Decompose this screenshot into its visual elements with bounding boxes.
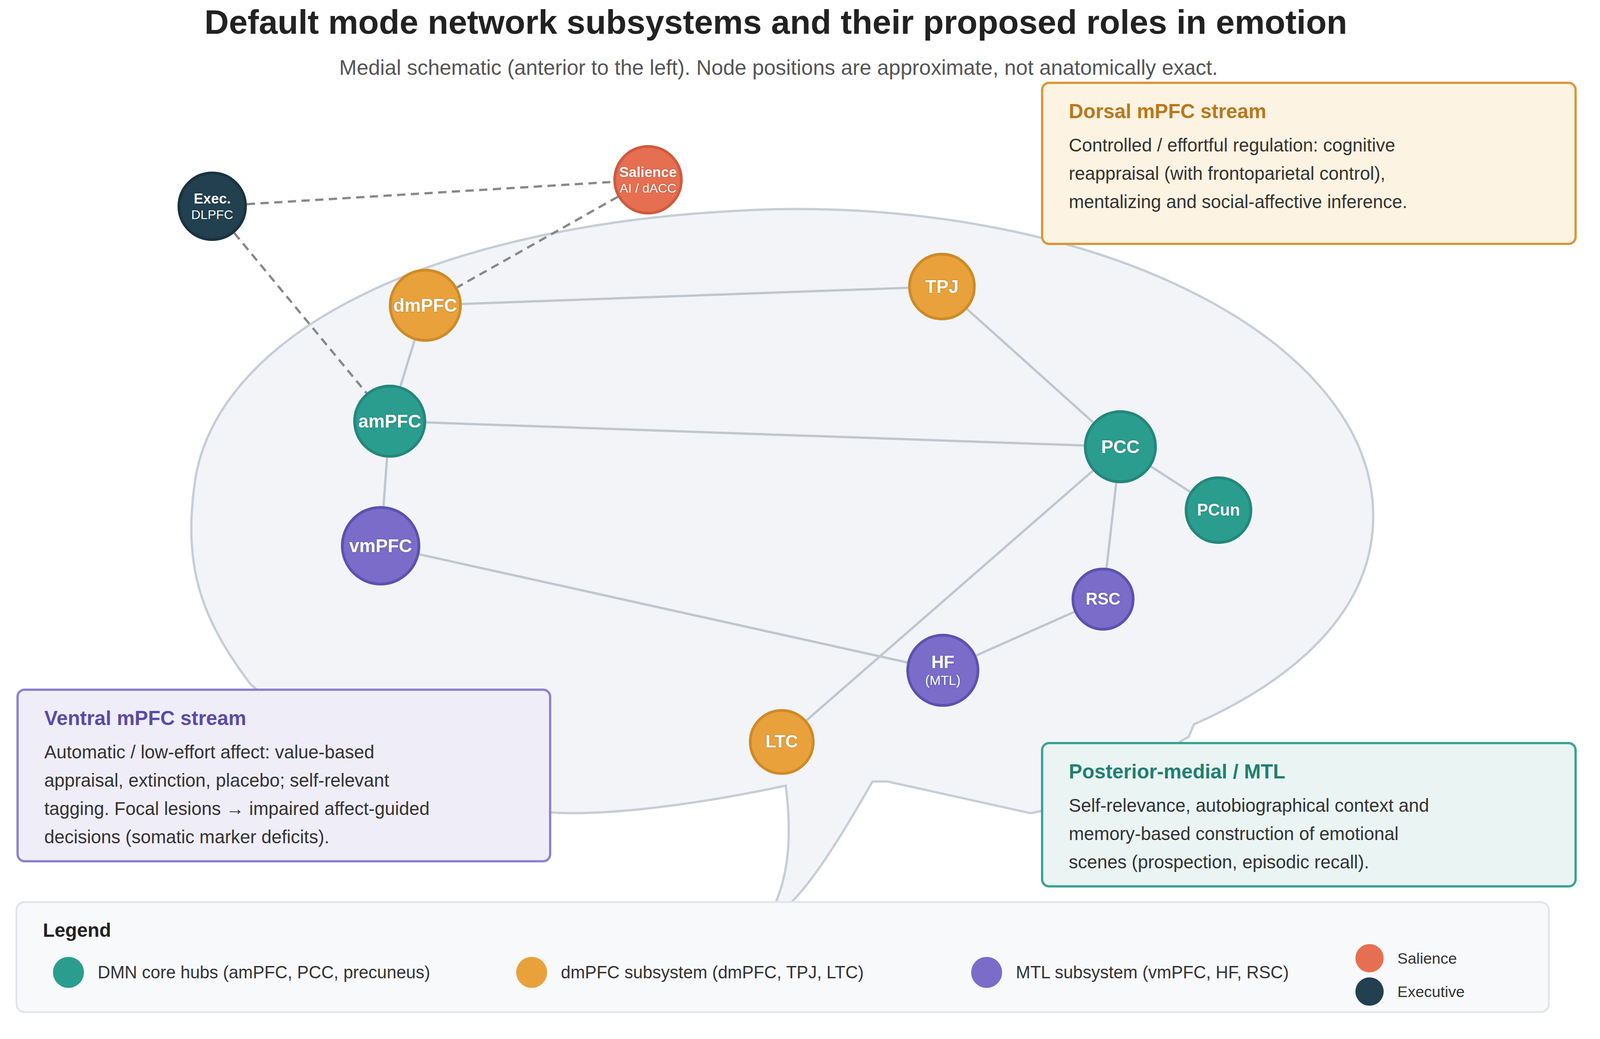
legend-swatch — [1355, 977, 1384, 1006]
node-sublabel: AI / dACC — [619, 180, 677, 197]
node-circle — [614, 146, 682, 214]
node-label: PCun — [1197, 500, 1240, 520]
node-label-group: SalienceAI / dACC — [613, 145, 683, 215]
node-label: amPFC — [358, 410, 422, 433]
region-node: Exec.DLPFC — [177, 171, 247, 241]
annotation-box: Posterior-medial / MTL Self-relevance, au… — [1040, 742, 1577, 888]
region-node: LTC — [748, 709, 815, 775]
network-connector — [967, 308, 1093, 423]
dashed-connector — [457, 196, 618, 288]
legend-text: dmPFC subsystem (dmPFC, TPJ, LTC) — [560, 962, 864, 983]
region-node: TPJ — [908, 252, 976, 321]
node-label: LTC — [765, 731, 798, 753]
node-circle — [354, 386, 425, 457]
node-label-group: HF(MTL) — [906, 633, 980, 707]
node-label: TPJ — [925, 275, 959, 298]
node-label: dmPFC — [393, 294, 458, 317]
box-heading: Ventral mPFC stream — [44, 706, 524, 731]
box-heading: Posterior-medial / MTL — [1068, 759, 1549, 785]
node-circle — [1085, 411, 1156, 482]
region-node: HF(MTL) — [906, 633, 980, 707]
node-label-group: dmPFC — [388, 268, 462, 342]
legend-text: Salience — [1397, 949, 1457, 968]
box-body: Automatic / low-effort affect: value-bas… — [44, 737, 437, 852]
network-connector — [383, 457, 387, 507]
legend-swatch — [52, 956, 84, 989]
legend-panel — [16, 902, 1549, 1013]
node-label-group: Exec.DLPFC — [177, 171, 247, 241]
region-node: PCun — [1184, 476, 1253, 544]
dashed-connector — [234, 233, 367, 394]
node-label: RSC — [1085, 589, 1121, 609]
legend-swatch — [516, 956, 548, 989]
region-node: vmPFC — [340, 506, 421, 586]
legend-swatch — [971, 956, 1003, 989]
network-connector — [400, 339, 415, 387]
legend-text: DMN core hubs (amPFC, PCC, precuneus) — [97, 962, 431, 983]
region-node: amPFC — [353, 384, 427, 458]
node-circle — [1072, 569, 1134, 630]
diagram-caption: Medial schematic (anterior to the left).… — [0, 55, 1558, 80]
box-body: Self-relevance, autobiographical context… — [1068, 791, 1462, 877]
diagram-title: Default mode network subsystems and thei… — [0, 2, 1552, 42]
node-label: PCC — [1101, 435, 1140, 458]
region-node: PCC — [1083, 410, 1157, 484]
node-label-group: LTC — [748, 709, 815, 775]
node-label-group: amPFC — [353, 384, 427, 458]
node-circle — [342, 507, 419, 585]
dashed-connector — [246, 182, 614, 205]
network-connector — [1106, 482, 1117, 568]
node-label-group: PCC — [1083, 410, 1157, 484]
legend-text: Executive — [1397, 983, 1465, 1001]
node-circle — [1186, 477, 1251, 543]
node-sublabel: DLPFC — [191, 207, 234, 223]
network-connector — [461, 287, 909, 304]
node-circle — [750, 710, 814, 774]
node-label: vmPFC — [349, 534, 413, 557]
network-connector — [806, 470, 1093, 721]
network-connector — [1150, 466, 1191, 492]
network-connector — [426, 422, 1084, 446]
legend-heading: Legend — [42, 919, 111, 942]
box-body: Controlled / effortful regulation: cogni… — [1068, 130, 1462, 216]
network-connector — [419, 554, 908, 663]
node-label-group: TPJ — [908, 252, 976, 321]
node-circle — [909, 254, 975, 319]
node-label: Salience — [619, 163, 677, 181]
region-node: RSC — [1071, 567, 1135, 631]
node-label-group: vmPFC — [340, 506, 421, 586]
legend-swatch — [1355, 944, 1384, 973]
node-label-group: RSC — [1071, 567, 1135, 631]
node-circle — [907, 635, 978, 706]
node-label-group: PCun — [1184, 476, 1253, 544]
legend-text: MTL subsystem (vmPFC, HF, RSC) — [1015, 962, 1289, 983]
box-heading: Dorsal mPFC stream — [1068, 99, 1549, 124]
annotation-box: Ventral mPFC streamAutomatic / low-effor… — [16, 688, 552, 863]
node-label: Exec. — [193, 190, 231, 208]
annotation-box: Dorsal mPFC streamControlled / effortful… — [1040, 81, 1577, 246]
node-circle — [390, 270, 461, 341]
network-connector — [976, 611, 1075, 656]
region-node: dmPFC — [388, 268, 462, 342]
node-sublabel: (MTL) — [925, 672, 961, 689]
node-circle — [178, 172, 246, 240]
node-label: HF — [931, 652, 955, 674]
region-node: SalienceAI / dACC — [613, 145, 683, 215]
